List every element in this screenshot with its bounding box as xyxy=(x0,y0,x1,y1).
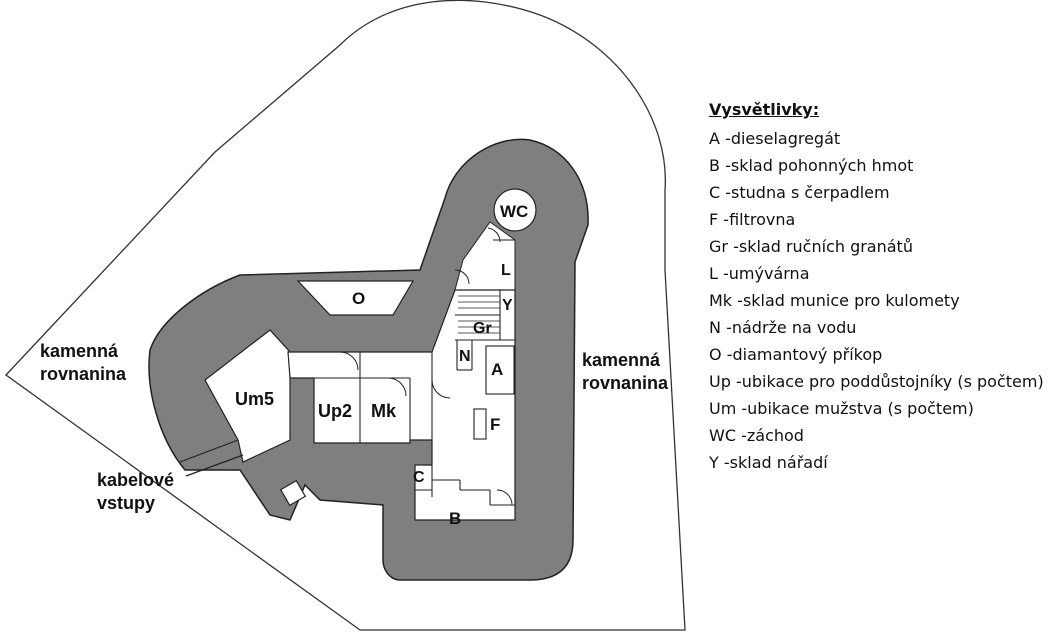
legend-item-code: Gr xyxy=(709,237,728,256)
legend-item: C -studna s čerpadlem xyxy=(709,179,1044,206)
right-terrain-label-line2: rovnanina xyxy=(582,373,669,393)
legend-item-code: Um xyxy=(709,399,737,418)
legend-item-code: L xyxy=(709,264,718,283)
legend-item-code: WC xyxy=(709,426,736,445)
legend-item: O -diamantový příkop xyxy=(709,341,1044,368)
cable-entries-label-line1: kabelové xyxy=(97,470,174,490)
left-terrain-label-line1: kamenná xyxy=(40,341,119,361)
room-label-mk: Mk xyxy=(371,401,397,421)
legend-item: Y -sklad nářadí xyxy=(709,449,1044,476)
room-label-a: A xyxy=(491,360,503,379)
legend-item: WC -záchod xyxy=(709,422,1044,449)
room-label-gr: Gr xyxy=(473,320,492,337)
stairs xyxy=(458,295,500,334)
terrain-boundary xyxy=(5,0,686,631)
legend-item-text: -ubikace pro poddůstojníky (s počtem) xyxy=(735,372,1044,391)
legend-item-code: B xyxy=(709,156,720,175)
legend-item-code: Mk xyxy=(709,291,733,310)
room-label-um5: Um5 xyxy=(235,389,274,409)
legend-item: L -umývárna xyxy=(709,260,1044,287)
legend-item-text: -filtrovna xyxy=(723,210,796,229)
doors xyxy=(339,227,513,506)
legend-item-text: -nádrže na vodu xyxy=(726,318,857,337)
room-label-o: O xyxy=(352,289,365,308)
filter-block xyxy=(473,408,487,440)
room-label-up2: Up2 xyxy=(318,401,352,421)
right-terrain-label-line1: kamenná xyxy=(582,350,661,370)
legend-item-code: A xyxy=(709,129,720,148)
legend-item-text: -diamantový příkop xyxy=(726,345,883,364)
legend-item-text: -studna s čerpadlem xyxy=(725,183,890,202)
partition-walls xyxy=(314,239,515,506)
legend-item: N -nádrže na vodu xyxy=(709,314,1044,341)
legend-item-text: -sklad munice pro kulomety xyxy=(737,291,960,310)
vent-shaft xyxy=(279,479,307,507)
room-label-y: Y xyxy=(502,297,513,314)
left-terrain-label-line2: rovnanina xyxy=(40,364,127,384)
legend-item: Um -ubikace mužstva (s počtem) xyxy=(709,395,1044,422)
legend-item-code: O xyxy=(709,345,722,364)
legend-item-code: F xyxy=(709,210,719,229)
legend-item: B -sklad pohonných hmot xyxy=(709,152,1044,179)
room-label-n: N xyxy=(459,348,471,365)
legend-item: Mk -sklad munice pro kulomety xyxy=(709,287,1044,314)
legend-item: Gr -sklad ručních granátů xyxy=(709,233,1044,260)
room-label-c: C xyxy=(413,469,425,486)
legend-item-code: N xyxy=(709,318,721,337)
legend-item-code: C xyxy=(709,183,721,202)
room-label-wc: WC xyxy=(500,202,528,221)
room-label-b: B xyxy=(449,509,461,528)
diamond-ditch xyxy=(296,280,415,316)
legend-item: A -dieselagregát xyxy=(709,125,1044,152)
legend-item-text: -dieselagregát xyxy=(725,129,841,148)
legend-item-code: Y xyxy=(709,453,719,472)
legend-item: F -filtrovna xyxy=(709,206,1044,233)
room-label-f: F xyxy=(490,415,500,434)
room-label-l: L xyxy=(501,262,511,279)
cable-entries-label-line2: vstupy xyxy=(97,493,155,513)
legend-item-code: Up xyxy=(709,372,731,391)
cable-entry-lines xyxy=(179,439,244,477)
legend-item-text: -sklad pohonných hmot xyxy=(725,156,914,175)
legend-title: Vysvětlivky: xyxy=(709,100,820,119)
dieselagregat-block xyxy=(485,345,515,395)
wc-room xyxy=(493,188,537,232)
legend-item-text: -ubikace mužstva (s počtem) xyxy=(741,399,974,418)
legend-item-text: -sklad ručních granátů xyxy=(733,237,913,256)
legend-item-text: -sklad nářadí xyxy=(723,453,828,472)
legend-item-text: -umývárna xyxy=(723,264,810,283)
legend-item: Up -ubikace pro poddůstojníky (s počtem) xyxy=(709,368,1044,395)
legend-item-text: -záchod xyxy=(741,426,804,445)
